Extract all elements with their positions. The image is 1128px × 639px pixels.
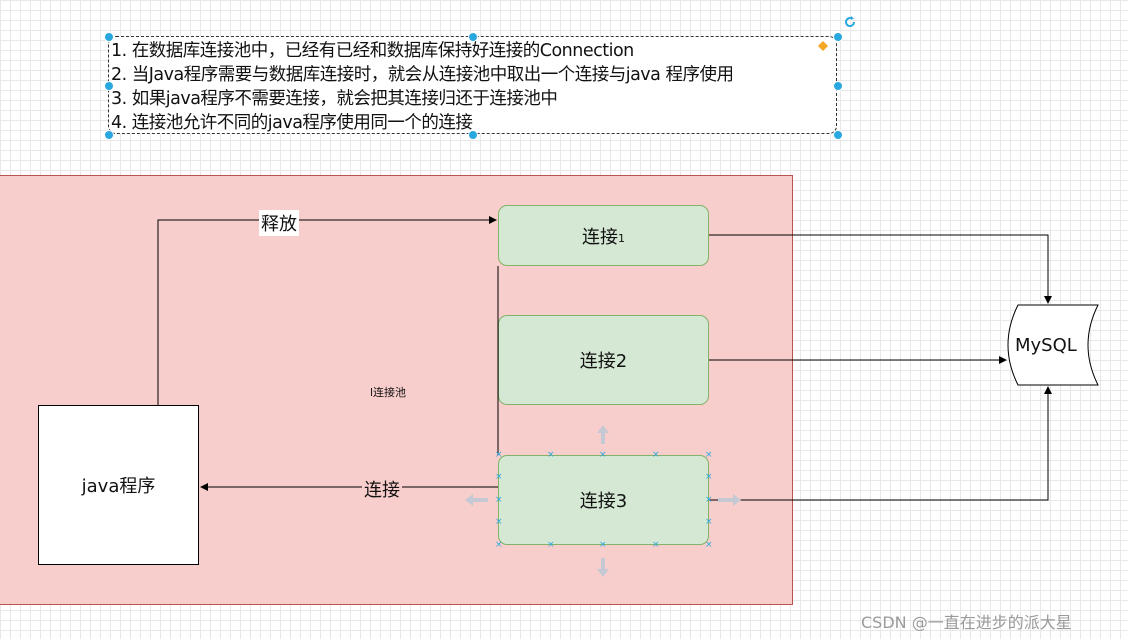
connection-point-marker[interactable]: × <box>495 450 503 460</box>
connection-point-marker[interactable]: × <box>495 517 503 527</box>
description-note[interactable]: 1. 在数据库连接池中，已经有已经和数据库保持好连接的Connection 2.… <box>108 36 837 134</box>
resize-handle-bl[interactable] <box>104 130 114 140</box>
connection-point-marker[interactable]: × <box>599 540 607 550</box>
connection-point-marker[interactable]: × <box>705 472 713 482</box>
connection-point-marker[interactable]: × <box>705 450 713 460</box>
resize-handle-mr[interactable] <box>833 81 843 91</box>
connection-point-marker[interactable]: × <box>705 540 713 550</box>
resize-handle-tr[interactable] <box>833 32 843 42</box>
note-line-3: 3. 如果java程序不需要连接，就会把其连接归还于连接池中 <box>111 89 558 109</box>
hover-arrow-up <box>597 425 609 444</box>
connection-3-label: 连接3 <box>579 491 628 512</box>
note-line-2: 2. 当Java程序需要与数据库连接时，就会从连接池中取出一个连接与java 程… <box>111 65 734 85</box>
connection-3-box[interactable]: 连接3 <box>498 455 709 545</box>
connection-point-marker[interactable]: × <box>495 540 503 550</box>
connection-2-box[interactable]: 连接2 <box>498 315 709 405</box>
connection-point-marker[interactable]: × <box>705 495 713 505</box>
resize-handle-ml[interactable] <box>104 81 114 91</box>
mysql-shape <box>1007 304 1099 386</box>
release-edge <box>157 216 497 405</box>
conn3-mysql-edge <box>709 386 1052 501</box>
resize-handle-tl[interactable] <box>104 32 114 42</box>
hover-arrow-left <box>465 494 488 506</box>
watermark: CSDN @一直在进步的派大星 <box>861 613 1072 632</box>
note-line-1: 1. 在数据库连接池中，已经有已经和数据库保持好连接的Connection <box>111 41 634 61</box>
resize-handle-br[interactable] <box>833 130 843 140</box>
connection-point-marker[interactable]: × <box>652 540 660 550</box>
rotate-icon[interactable] <box>843 15 857 29</box>
conn1-mysql-edge <box>709 234 1052 304</box>
hover-arrow-right <box>718 494 741 506</box>
resize-handle-tm[interactable] <box>468 32 478 42</box>
release-edge-label[interactable]: 释放 <box>259 210 299 236</box>
java-program-label: java程序 <box>81 476 156 497</box>
pool-label: l连接池 <box>370 386 407 399</box>
style-diamond-icon[interactable] <box>818 41 828 51</box>
connection-1-label: 连接 <box>582 226 618 248</box>
connection-point-marker[interactable]: × <box>495 472 503 482</box>
resize-handle-bm[interactable] <box>468 130 478 140</box>
connection-point-marker[interactable]: × <box>495 495 503 505</box>
connection-point-marker[interactable]: × <box>547 540 555 550</box>
connection-2-label: 连接2 <box>579 351 628 372</box>
java-program-box[interactable]: java程序 <box>38 405 199 565</box>
note-line-4: 4. 连接池允许不同的java程序使用同一个的连接 <box>111 113 473 133</box>
connection-point-marker[interactable]: × <box>652 450 660 460</box>
connection-point-marker[interactable]: × <box>599 450 607 460</box>
connect-edge-label[interactable]: 连接 <box>362 476 402 502</box>
connection-point-marker[interactable]: × <box>547 450 555 460</box>
connection-point-marker[interactable]: × <box>705 517 713 527</box>
connection-1-subscript: 1 <box>618 232 625 245</box>
hover-arrow-down <box>597 558 609 577</box>
mysql-label: MySQL <box>1015 335 1077 356</box>
